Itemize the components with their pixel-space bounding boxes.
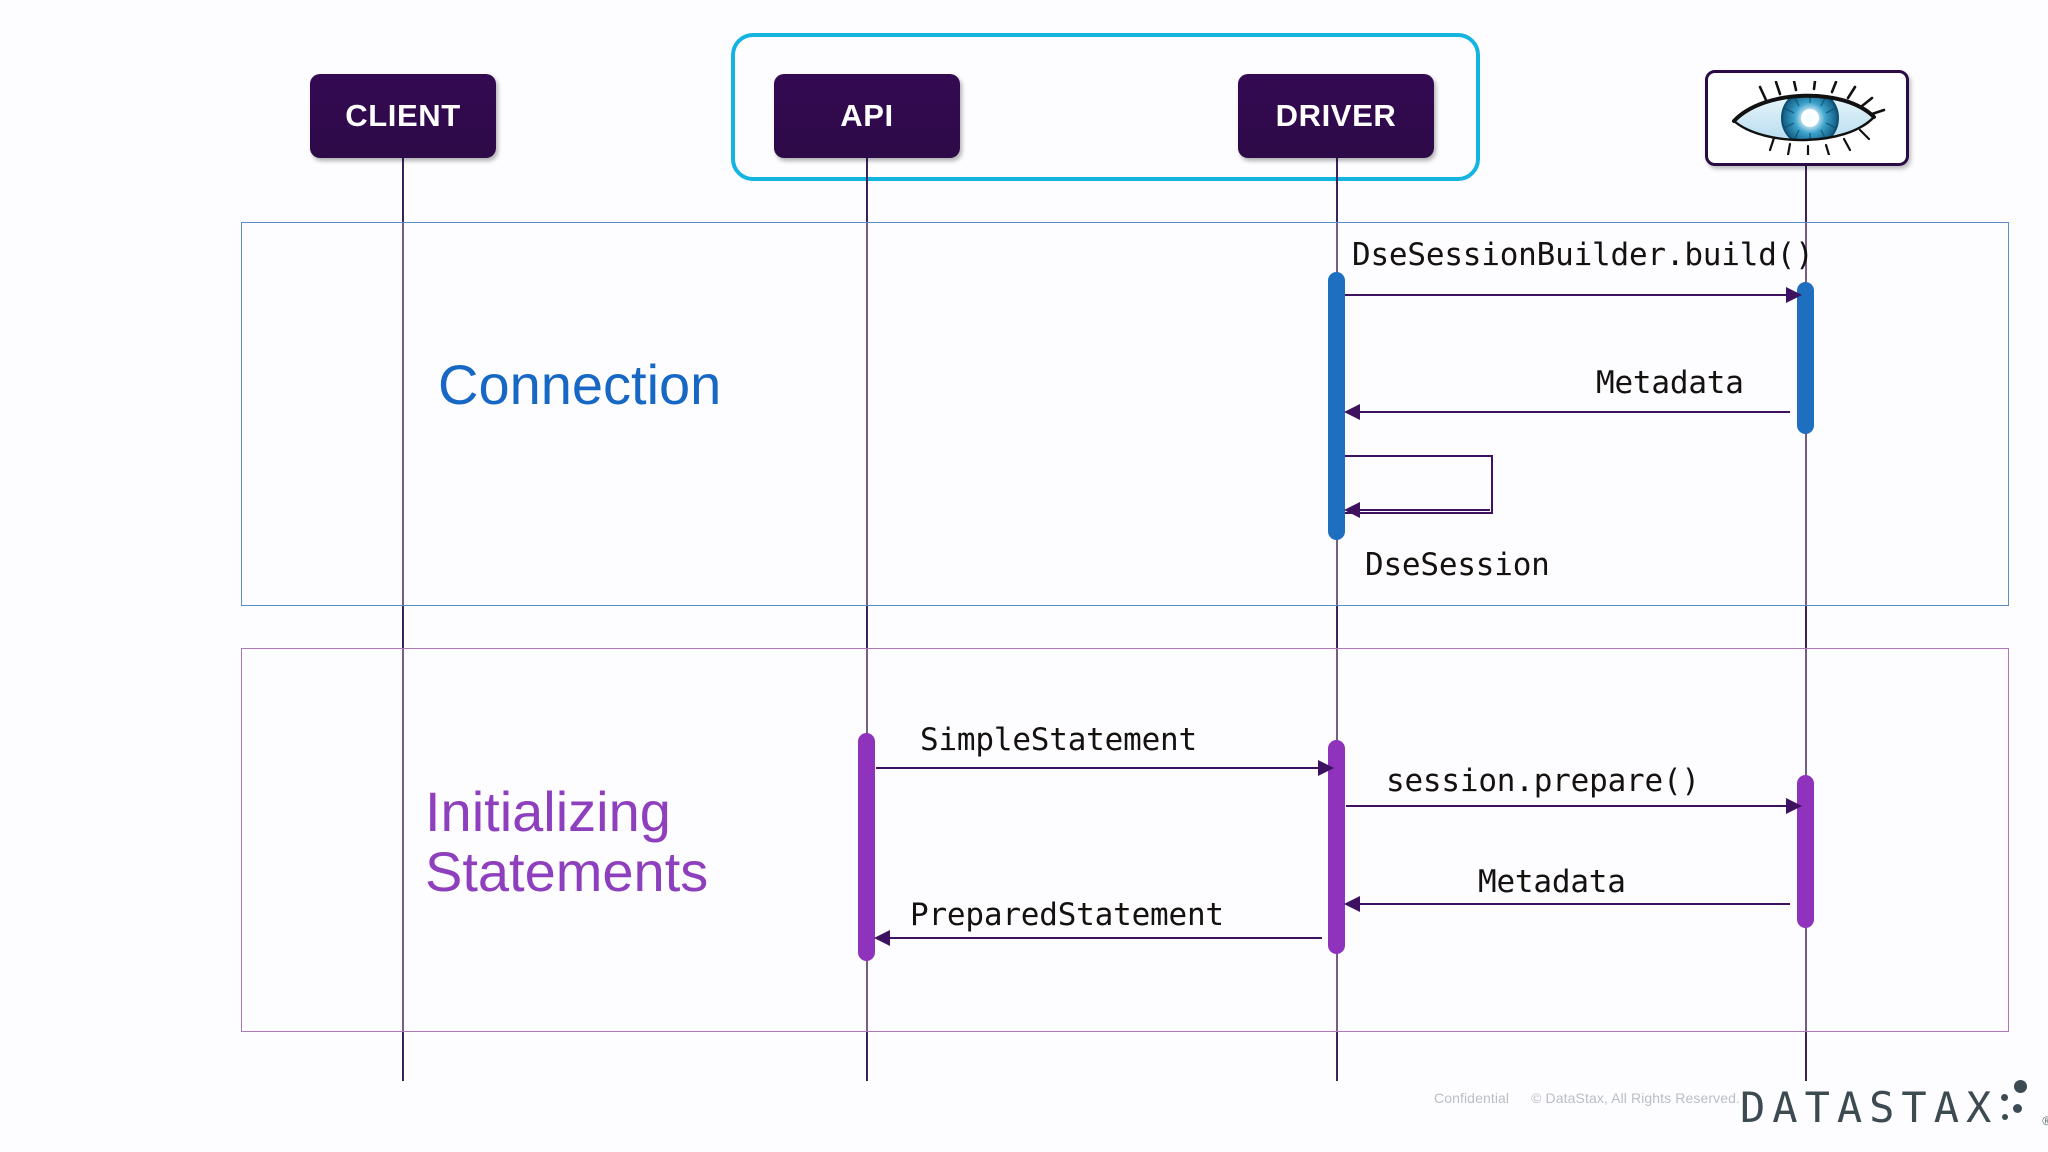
activation-bar-api-initializing [858, 733, 875, 961]
message-arrowhead-preparedstatement [874, 930, 890, 946]
activation-bar-cassandra-connection [1797, 282, 1814, 434]
activation-bar-driver-initializing [1328, 740, 1345, 954]
message-label-simplestatement: SimpleStatement [920, 722, 1197, 758]
participant-label-api: API [840, 98, 894, 133]
message-arrowhead-metadata-connection [1344, 404, 1360, 420]
participant-box-client[interactable]: CLIENT [310, 74, 496, 158]
message-label-session-prepare: session.prepare() [1386, 763, 1700, 799]
message-arrowhead-simplestatement [1318, 760, 1334, 776]
message-line-preparedstatement [888, 937, 1322, 939]
datastax-logo-registered: ® [2042, 1114, 2048, 1128]
datastax-logo-text: DATASTAX [1740, 1083, 1999, 1132]
footer-confidential: Confidential [1434, 1090, 1510, 1106]
participant-label-client: CLIENT [345, 98, 461, 133]
api-driver-group-frame [731, 33, 1480, 181]
activation-bar-driver-connection [1328, 272, 1345, 540]
lifeline-cassandra [1805, 131, 1807, 1081]
lifeline-driver [1336, 131, 1338, 1081]
message-label-dsesession: DseSession [1365, 547, 1550, 583]
message-line-session-prepare [1346, 805, 1790, 807]
message-arrowhead-session-prepare [1786, 798, 1802, 814]
footer-text-block: Confidential © DataStax, All Rights Rese… [1434, 1090, 1740, 1106]
message-label-metadata-initializing: Metadata [1478, 864, 1626, 900]
message-label-preparedstatement: PreparedStatement [910, 897, 1224, 933]
section-title-connection: Connection [438, 353, 722, 416]
message-line-metadata-connection [1358, 411, 1790, 413]
participant-box-driver[interactable]: DRIVER [1238, 74, 1434, 158]
participant-label-driver: DRIVER [1275, 98, 1397, 133]
message-line-dsesession-return [1358, 509, 1490, 511]
section-frame-connection [241, 222, 2009, 606]
decorative-gradient-panel [0, 0, 232, 1152]
message-line-dsesessionbuilder-build [1345, 294, 1790, 296]
section-frame-initializing-statements [241, 648, 2009, 1032]
message-label-metadata-connection: Metadata [1596, 365, 1744, 401]
decorative-circle-cutout [0, 0, 232, 1152]
participant-box-cassandra[interactable] [1705, 70, 1909, 166]
message-line-simplestatement [876, 767, 1322, 769]
message-arrowhead-metadata-initializing [1344, 896, 1360, 912]
participant-box-api[interactable]: API [774, 74, 960, 158]
datastax-logo-dots [2000, 1078, 2040, 1132]
footer-copyright: © DataStax, All Rights Reserved. [1531, 1090, 1740, 1106]
message-arrowhead-dsesessionbuilder-build [1786, 287, 1802, 303]
lifeline-api [866, 131, 868, 1081]
message-arrowhead-dsesession [1344, 502, 1360, 518]
lifeline-client [402, 131, 404, 1081]
section-title-initializing-statements: Initializing Statements [425, 780, 709, 903]
datastax-logo: DATASTAX ® [1740, 1078, 2048, 1132]
message-label-dsesessionbuilder-build: DseSessionBuilder.build() [1352, 237, 1814, 273]
message-selfloop-dsesession [1345, 455, 1493, 514]
message-line-metadata-initializing [1358, 903, 1790, 905]
eye-icon [1732, 81, 1886, 155]
